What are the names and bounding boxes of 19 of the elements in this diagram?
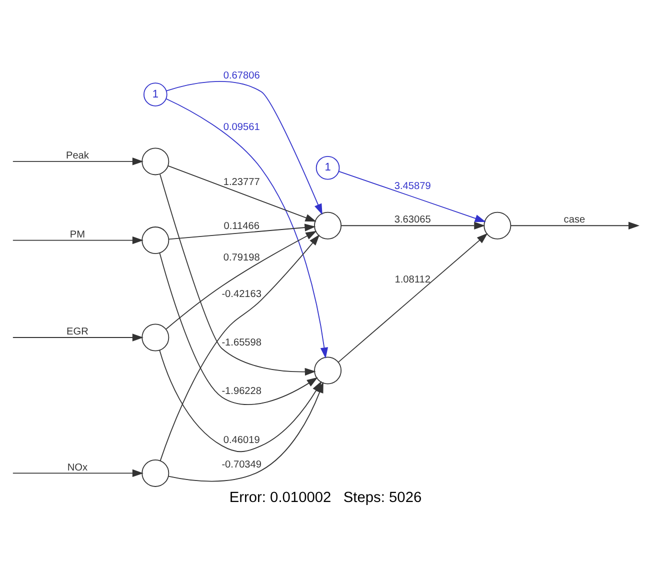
edge-label: 0.11466 <box>224 221 260 232</box>
edge-label: case <box>564 214 586 226</box>
edge-label: Peak <box>66 150 89 162</box>
edge-label: 3.45879 <box>394 180 431 192</box>
edge-label: 3.63065 <box>394 214 431 226</box>
edge-label: -1.65598 <box>222 338 262 349</box>
edge-label: PM <box>70 229 86 240</box>
edge-label: 0.46019 <box>223 434 260 446</box>
edge-label: 0.67806 <box>223 70 260 82</box>
edge-label: 0.79198 <box>223 252 260 264</box>
edge-label: 0.09561 <box>223 122 260 134</box>
edge-label: -1.96228 <box>222 386 262 398</box>
edge-label: NOx <box>67 462 88 474</box>
edge-label: -0.42163 <box>222 288 262 300</box>
caption: Error: 0.010002 Steps: 5026 <box>229 490 422 506</box>
edge-label: 1.23777 <box>223 177 260 188</box>
edge-label: -0.70349 <box>222 460 262 471</box>
edge-label: EGR <box>66 326 88 338</box>
edge-label: 1.08112 <box>394 274 430 286</box>
